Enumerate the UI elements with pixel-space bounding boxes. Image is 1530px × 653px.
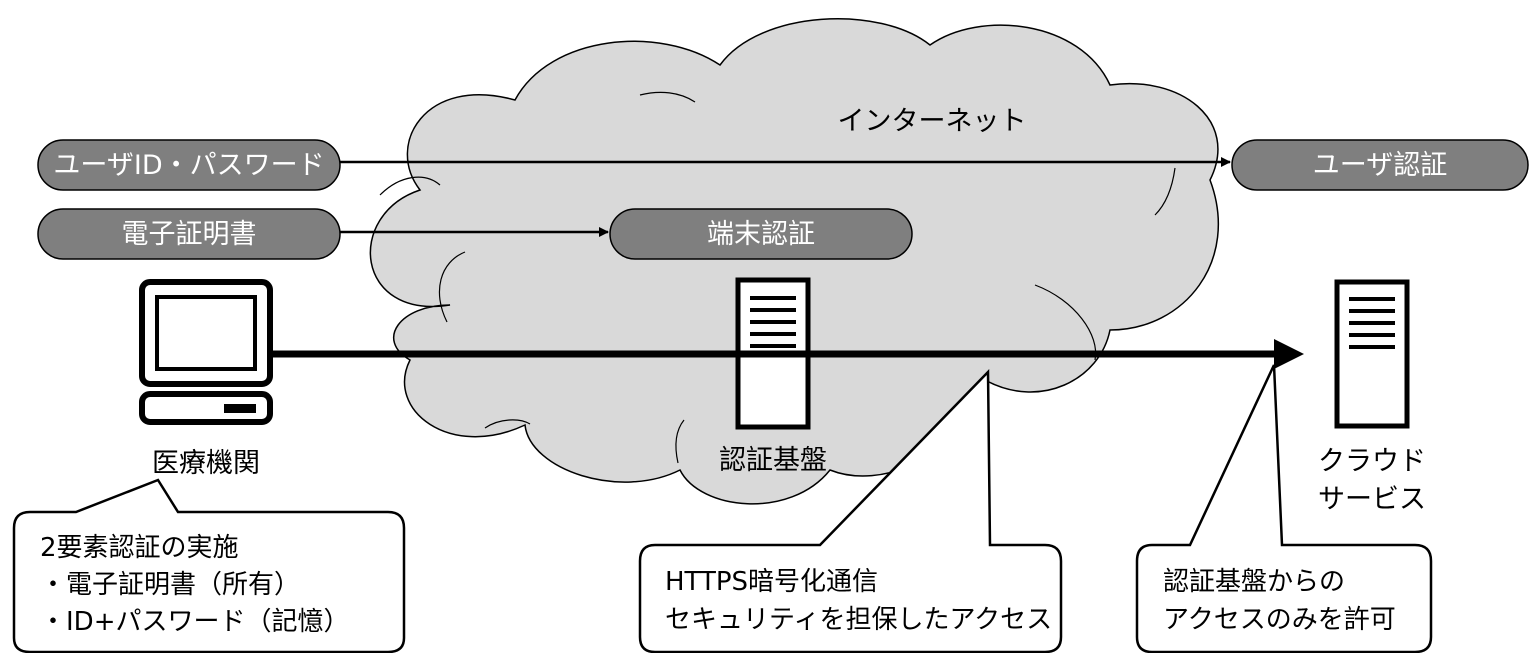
callout-two-factor — [12, 478, 406, 653]
auth-platform-label: 認証基盤 — [719, 445, 827, 476]
https-line1: HTTPS暗号化通信 — [665, 567, 878, 597]
access-line1: 認証基盤からの — [1163, 567, 1345, 597]
pill-user-id-password-label: ユーザID・パスワード — [53, 150, 324, 181]
https-line2: セキュリティを担保したアクセス — [665, 605, 1052, 635]
pill-device-auth-label: 端末認証 — [707, 219, 815, 250]
two-factor-line2: ・電子証明書（所有） — [40, 570, 300, 600]
two-factor-line3: ・ID+パスワード（記憶） — [40, 607, 349, 637]
callout-access — [1135, 364, 1433, 653]
cloud-service-server-icon — [1334, 279, 1410, 429]
pill-user-auth-label: ユーザ認証 — [1313, 150, 1447, 181]
two-factor-line1: 2要素認証の実施 — [40, 533, 239, 563]
cloud-service-label-line2: サービス — [1318, 484, 1426, 515]
callout-https — [638, 368, 1063, 653]
cloud-service-label-line1: クラウド — [1318, 446, 1426, 477]
pill-certificate: 電子証明書 — [37, 208, 341, 260]
computer-icon — [139, 279, 273, 425]
pill-user-auth: ユーザ認証 — [1231, 139, 1529, 191]
https-arrow-head — [1274, 339, 1304, 369]
internet-cloud: インターネット — [369, 18, 1220, 505]
access-line2: アクセスのみを許可 — [1163, 605, 1396, 635]
cloud-label: インターネット — [838, 106, 1027, 137]
cloud-shape — [369, 18, 1220, 505]
pill-user-id-password: ユーザID・パスワード — [37, 139, 341, 191]
pill-certificate-label: 電子証明書 — [122, 219, 257, 250]
pill-device-auth: 端末認証 — [609, 208, 913, 260]
medical-institution-label: 医療機関 — [152, 448, 260, 479]
